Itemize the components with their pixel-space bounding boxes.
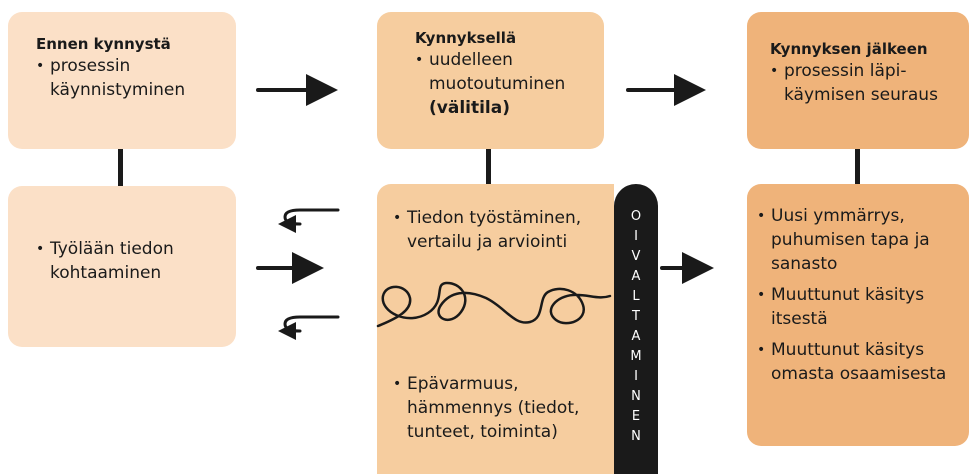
confusion-scribble <box>378 283 610 326</box>
loop-arrow-top <box>284 210 338 224</box>
loop-arrow-bottom <box>284 317 338 331</box>
